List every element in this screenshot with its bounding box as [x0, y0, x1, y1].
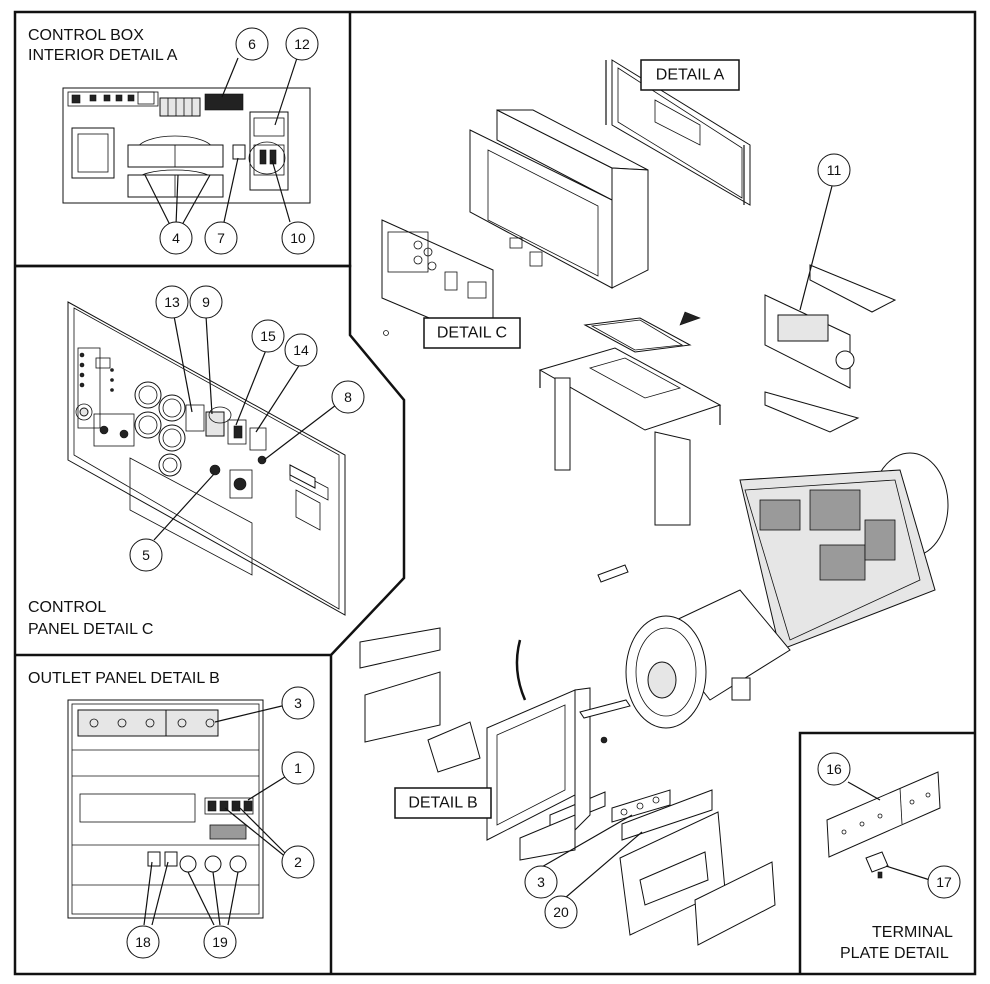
balloon-7: 7	[204, 221, 238, 255]
detail-b-label: DETAIL B	[408, 795, 477, 812]
balloon-13: 13	[155, 285, 189, 319]
svg-text:5: 5	[142, 547, 150, 563]
exploded-view-drawing	[359, 59, 949, 946]
control-box-title-1: CONTROL BOX	[28, 27, 144, 44]
svg-text:8: 8	[344, 389, 352, 405]
balloon-11: 11	[817, 153, 851, 187]
terminal-plate-title-2: PLATE DETAIL	[840, 945, 949, 962]
svg-text:13: 13	[164, 294, 180, 310]
control-panel-title-1: CONTROL	[28, 599, 106, 616]
svg-text:3: 3	[537, 874, 545, 890]
balloon-2: 2	[281, 845, 315, 879]
svg-text:17: 17	[936, 874, 952, 890]
detail-b-callout: DETAIL B	[394, 787, 492, 819]
svg-text:19: 19	[212, 934, 228, 950]
svg-text:16: 16	[826, 761, 842, 777]
balloon-6: 6	[235, 27, 269, 61]
outlet-panel-drawing	[67, 699, 264, 919]
balloon-19: 19	[203, 925, 237, 959]
svg-text:11: 11	[827, 162, 842, 178]
svg-text:6: 6	[248, 36, 256, 52]
svg-text:14: 14	[293, 342, 309, 358]
detail-a-label: DETAIL A	[656, 67, 725, 84]
terminal-plate-title-1: TERMINAL	[872, 924, 953, 941]
control-panel-title-2: PANEL DETAIL C	[28, 621, 153, 638]
balloon-14: 14	[284, 333, 318, 367]
svg-text:9: 9	[202, 294, 210, 310]
svg-text:18: 18	[135, 934, 151, 950]
control-box-interior-drawing	[62, 87, 311, 204]
svg-text:7: 7	[217, 230, 225, 246]
svg-text:3: 3	[294, 695, 302, 711]
balloon-5: 5	[129, 538, 163, 572]
svg-text:4: 4	[172, 230, 180, 246]
control-box-title-2: INTERIOR DETAIL A	[28, 47, 178, 64]
svg-text:15: 15	[260, 328, 276, 344]
balloon-15: 15	[251, 319, 285, 353]
leader-lines	[143, 57, 931, 926]
svg-text:20: 20	[553, 904, 569, 920]
svg-text:2: 2	[294, 854, 302, 870]
outlet-panel-title: OUTLET PANEL DETAIL B	[28, 670, 220, 687]
frame	[13, 10, 977, 976]
svg-text:1: 1	[294, 760, 302, 776]
balloon-3-main: 3	[524, 865, 558, 899]
balloon-3-outlet: 3	[281, 686, 315, 720]
balloon-17: 17	[927, 865, 961, 899]
balloon-12: 12	[285, 27, 319, 61]
detail-c-callout: DETAIL C	[423, 317, 521, 349]
balloon-18: 18	[126, 925, 160, 959]
balloon-1: 1	[281, 751, 315, 785]
svg-text:10: 10	[290, 230, 306, 246]
detail-a-callout: DETAIL A	[640, 59, 740, 91]
terminal-plate-drawing	[826, 771, 941, 879]
balloon-8: 8	[331, 380, 365, 414]
balloon-4: 4	[159, 221, 193, 255]
balloon-9: 9	[189, 285, 223, 319]
balloon-10: 10	[281, 221, 315, 255]
balloon-20: 20	[544, 895, 578, 929]
detail-c-label: DETAIL C	[437, 325, 507, 342]
balloon-16: 16	[817, 752, 851, 786]
svg-text:12: 12	[294, 36, 310, 52]
